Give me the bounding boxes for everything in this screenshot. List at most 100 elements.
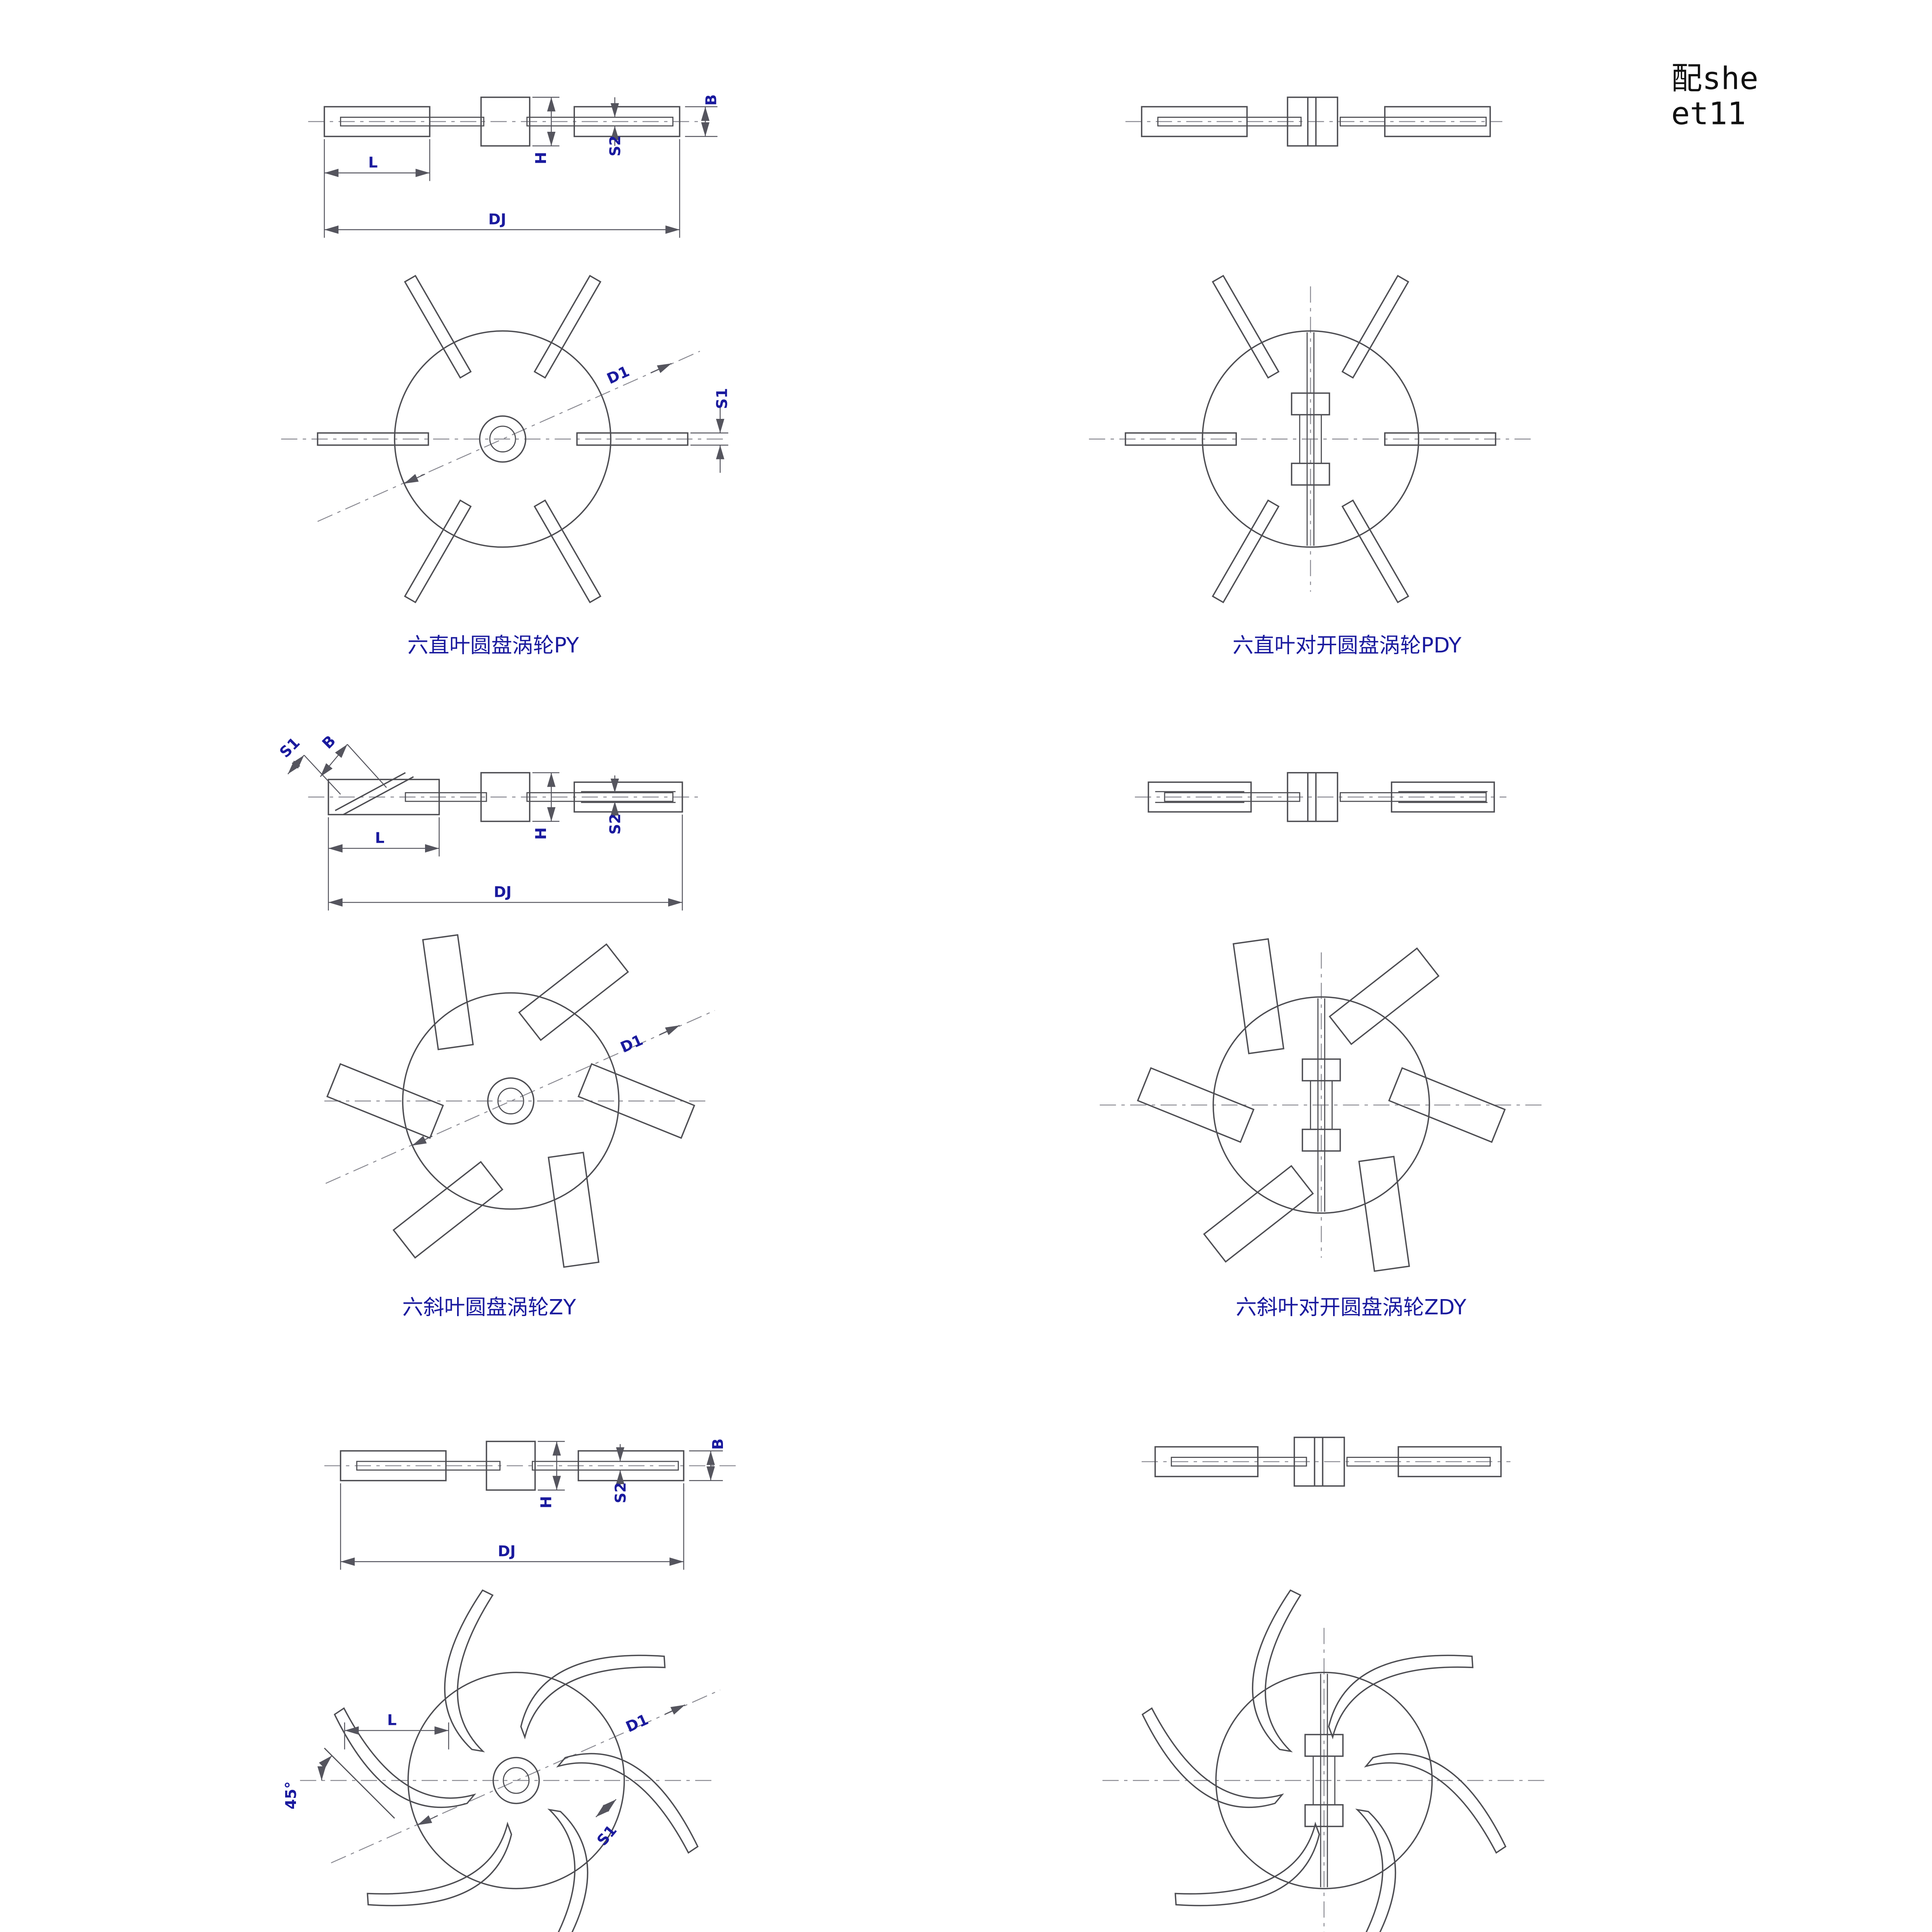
curved-blade: [1141, 1707, 1284, 1808]
caption-py: 六直叶圆盘涡轮PY: [407, 633, 579, 658]
disc-plate: [340, 117, 485, 127]
dim-label-S2: S2: [607, 135, 624, 156]
hub-side: [1293, 1437, 1345, 1487]
disc-plate: [1346, 1457, 1491, 1467]
disc-plate: [356, 1461, 501, 1471]
curved-blade: [556, 1753, 699, 1854]
sheet-note-line2: et11: [1671, 95, 1746, 132]
dim-label-DJ: DJ: [488, 211, 506, 228]
zdy-plan-view: [1100, 938, 1543, 1272]
figure-py: B H S2 L DJ: [281, 94, 731, 658]
wy-side-dimensions: B H S2 DJ: [340, 1439, 727, 1570]
blade: [1212, 275, 1280, 379]
hub-side: [1287, 96, 1338, 147]
disc-plate: [1171, 1457, 1307, 1467]
zy-blades: [326, 934, 696, 1268]
curved-blade: [539, 1808, 588, 1932]
figure-zy: S1 B H S2 L DJ: [276, 732, 715, 1320]
dim-label-H: H: [532, 152, 550, 164]
blade: [577, 1063, 696, 1139]
blade-side: [573, 781, 683, 813]
disc-circle: [407, 1672, 625, 1889]
zy-side-view: S1 B H S2 L DJ: [276, 732, 703, 911]
dim-label-H: H: [538, 1496, 555, 1509]
wy-plan-view: L D1 S1 45°: [282, 1589, 721, 1932]
hub-circle: [492, 1757, 540, 1804]
blade: [1137, 1067, 1255, 1143]
blade-side: [577, 1450, 685, 1481]
hub-body: [1310, 1080, 1333, 1130]
curved-blade: [1328, 1655, 1474, 1740]
zdy-side-view: [1135, 772, 1507, 822]
py-blades: [317, 275, 689, 604]
blade: [576, 432, 689, 446]
blade-side: [1384, 106, 1491, 137]
shaft-bore-circle: [489, 425, 516, 452]
disc-plate: [1340, 792, 1487, 802]
blade-side: [340, 1450, 447, 1481]
caption-zy: 六斜叶圆盘涡轮ZY: [402, 1295, 576, 1320]
blade-side: [1391, 781, 1495, 813]
blade-side: [323, 106, 430, 137]
blade: [422, 934, 474, 1051]
dim-label-DJ: DJ: [498, 1543, 515, 1560]
py-side-view: B H S2 L DJ: [308, 94, 720, 238]
dim-label-S2: S2: [607, 813, 624, 834]
blade: [534, 499, 602, 604]
blade: [1124, 432, 1237, 446]
blade: [1341, 275, 1410, 379]
hub-body: [1313, 1755, 1335, 1806]
blade: [534, 275, 602, 379]
hub-side: [486, 1440, 536, 1491]
blade: [1212, 499, 1280, 604]
blade: [392, 1161, 503, 1259]
hub-side: [480, 772, 531, 822]
blade-side: [328, 779, 440, 815]
figure-pdy: 六直叶对开圆盘涡轮PDY: [1089, 96, 1532, 658]
disc-plate: [405, 792, 487, 802]
diagonal-centerline: [331, 1689, 721, 1864]
disc-circle: [1202, 330, 1420, 548]
pitched-blade-edge: [335, 772, 406, 811]
pdy-plan-view: [1089, 275, 1532, 604]
curved-blade: [1346, 1808, 1396, 1932]
hub-body: [1299, 414, 1322, 464]
curved-blade: [333, 1707, 476, 1808]
dim-label-L: L: [375, 830, 384, 847]
blade: [1358, 1156, 1410, 1272]
curved-blade: [1252, 1589, 1302, 1753]
shaft-bore-circle: [503, 1767, 530, 1794]
blade: [404, 499, 472, 604]
curved-blade: [520, 1655, 666, 1740]
blade: [1203, 1165, 1314, 1263]
dim-label-DJ: DJ: [494, 883, 512, 901]
zy-plan-view: D1: [324, 934, 715, 1268]
blade: [317, 432, 429, 446]
hub-circle: [487, 1077, 535, 1125]
disc-circle: [394, 330, 612, 548]
dim-label-S1: S1: [594, 1822, 620, 1849]
blade: [548, 1151, 600, 1268]
hub-side: [480, 96, 531, 147]
wdy-blades: [1141, 1589, 1507, 1932]
hub-side: [1287, 772, 1338, 822]
zy-side-dimensions: S1 B H S2 L DJ: [276, 732, 683, 911]
curved-blade: [367, 1821, 512, 1906]
disc-circle: [1215, 1672, 1433, 1889]
hub-circle: [479, 415, 527, 463]
curved-blade: [444, 1589, 494, 1753]
figure-zdy: 六斜叶对开圆盘涡轮ZDY: [1100, 772, 1543, 1320]
disc-plate: [1164, 792, 1301, 802]
zy-plan-dimensions: D1: [412, 1025, 680, 1146]
py-plan-view: D1 S1: [281, 275, 731, 604]
sheet-note-line1: 配she: [1671, 60, 1759, 97]
blade-side: [1141, 106, 1248, 137]
diagonal-centerline: [317, 350, 700, 522]
blade: [518, 943, 629, 1041]
pdy-blades: [1124, 275, 1497, 604]
angle-arc: [317, 1755, 332, 1781]
caption-zdy: 六斜叶对开圆盘涡轮ZDY: [1236, 1295, 1467, 1320]
dim-label-S1: S1: [713, 388, 731, 409]
caption-pdy: 六直叶对开圆盘涡轮PDY: [1233, 633, 1462, 658]
